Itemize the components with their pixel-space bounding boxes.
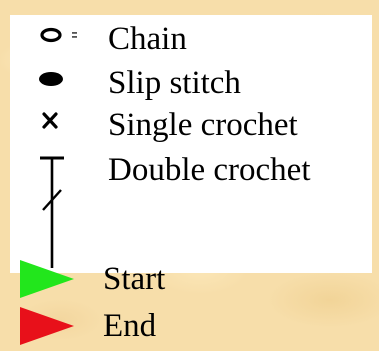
slip-stitch-icon (39, 72, 63, 86)
marker-label-end: End (103, 308, 157, 344)
double-crochet-icon (40, 156, 64, 268)
legend-label-single-crochet: Single crochet (108, 107, 298, 143)
legend-item-single-crochet: Single crochet (10, 103, 372, 147)
legend-label-slip-stitch: Slip stitch (108, 65, 241, 101)
end-arrow-icon (20, 307, 74, 345)
marker-label-start: Start (103, 261, 166, 297)
marker-end: End (0, 304, 379, 348)
single-crochet-icon (42, 112, 58, 129)
stitch-legend-panel: Chain Slip stitch Single crochet Double … (10, 15, 372, 273)
legend-item-chain: Chain (10, 17, 372, 61)
legend-label-chain: Chain (108, 21, 187, 57)
legend-item-double-crochet: Double crochet (10, 148, 372, 273)
marker-start: Start (0, 257, 379, 301)
start-arrow-icon (20, 260, 74, 298)
legend-label-double-crochet: Double crochet (108, 152, 311, 188)
chain-icon (40, 27, 77, 43)
legend-item-slip-stitch: Slip stitch (10, 61, 372, 105)
